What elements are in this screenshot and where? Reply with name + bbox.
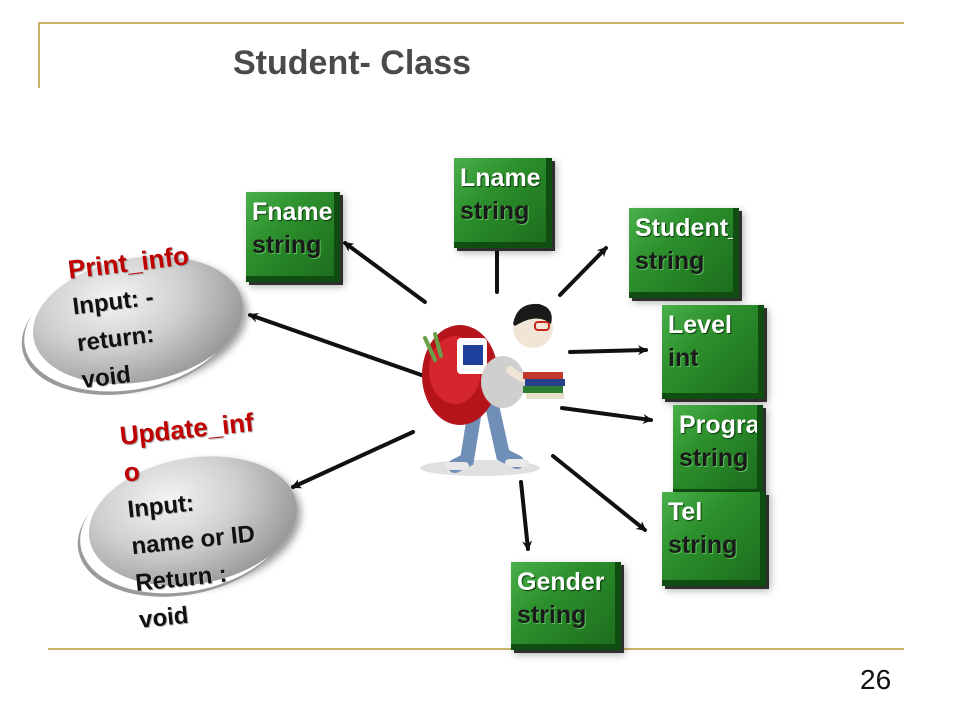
slide-title: Student- Class (233, 44, 472, 82)
attribute-name: Gender (517, 568, 605, 596)
arrow-to-program (560, 406, 653, 424)
arrow-to-tel (551, 454, 647, 532)
arrow-to-print-info (248, 312, 432, 380)
frame-bottom-rule (48, 648, 904, 650)
attribute-level: Level int (662, 305, 764, 399)
attribute-tel: Tel string (662, 492, 766, 586)
student-with-backpack-icon (420, 303, 565, 476)
frame-left-rule (38, 22, 40, 88)
attribute-lname: Lname string (454, 158, 552, 248)
attribute-type: string (679, 444, 749, 472)
attribute-gender: Gender string (511, 562, 621, 650)
attribute-program: Progra string (673, 405, 763, 495)
attribute-name: Progra (679, 411, 760, 439)
attribute-type: string (517, 601, 587, 629)
attribute-name: Tel (668, 498, 703, 526)
frame-top-rule (38, 22, 904, 24)
attribute-student-id: Student_ string (629, 208, 739, 298)
arrow-to-fname (343, 241, 427, 304)
attribute-type: string (460, 197, 530, 225)
attribute-type: string (668, 531, 738, 559)
attribute-name: Lname (460, 164, 541, 192)
page-number: 26 (860, 664, 892, 695)
arrow-to-update-info (291, 430, 415, 489)
arrow-to-level (568, 345, 648, 356)
attribute-type: string (635, 247, 705, 275)
method-print-info: Print_info Input: - return: void (66, 237, 204, 399)
arrow-to-student-id (558, 246, 608, 297)
arrow-to-gender (519, 480, 533, 551)
method-update-info: Update_inf o Input: name or ID Return : … (118, 404, 275, 639)
attribute-name: Student_ (635, 214, 739, 242)
attribute-fname: Fname string (246, 192, 340, 282)
attribute-type: int (668, 344, 699, 372)
attribute-type: string (252, 231, 322, 259)
attribute-name: Fname (252, 198, 333, 226)
attribute-name: Level (668, 311, 732, 339)
